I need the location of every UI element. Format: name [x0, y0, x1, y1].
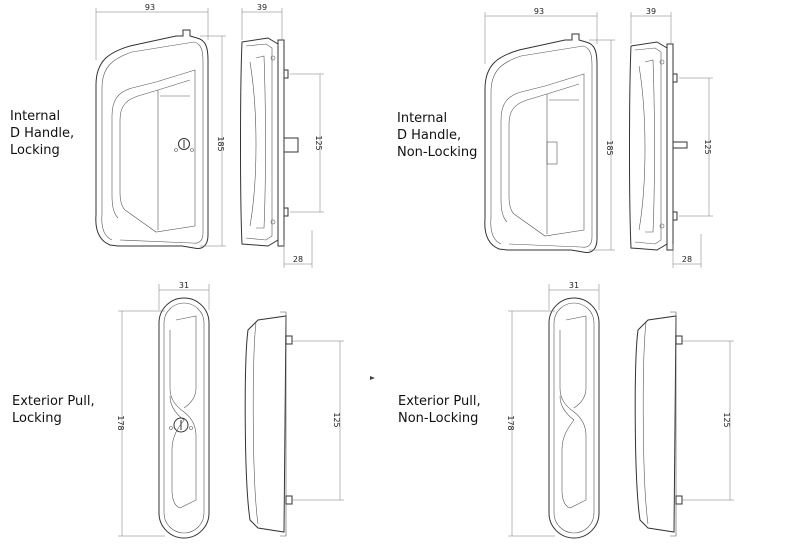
caption-exterior-pull-non-locking: Exterior Pull, Non-Locking — [398, 393, 481, 427]
pull-side-view: 125 — [244, 311, 344, 537]
caption-line: D Handle, — [10, 126, 75, 141]
dim-height: 178 — [506, 415, 515, 430]
d-handle-front-view: 93 185 — [484, 7, 615, 253]
caption-line: Internal — [10, 109, 61, 124]
dim-depth: 39 — [646, 7, 656, 16]
caption-line: Internal — [397, 111, 448, 126]
caption-line: D Handle, — [397, 128, 462, 143]
dim-width: 93 — [145, 3, 155, 12]
dim-width: 31 — [569, 281, 579, 290]
d-handle-side-view: 39 125 28 — [240, 3, 324, 268]
dim-spindle: 28 — [682, 255, 692, 264]
caption-line: Locking — [12, 411, 62, 426]
caption-exterior-pull-locking: Exterior Pull, Locking — [12, 393, 95, 427]
caption-line: Non-Locking — [397, 145, 478, 160]
dim-width: 93 — [534, 7, 544, 16]
lock-cylinder-icon — [173, 417, 189, 433]
d-handle-non-locking-drawing: 93 185 39 125 28 — [484, 7, 713, 268]
dim-height: 185 — [605, 140, 614, 155]
dim-centers: 125 — [722, 412, 731, 427]
pull-front-view: 31 178 — [116, 281, 210, 539]
caption-line: Non-Locking — [398, 411, 479, 426]
thumb-turn-icon — [546, 141, 558, 165]
dim-width: 31 — [179, 281, 189, 290]
dim-height: 178 — [116, 415, 125, 430]
dim-height: 185 — [216, 136, 225, 151]
d-handle-side-view: 39 125 28 — [629, 7, 713, 268]
d-handle-locking-drawing: 93 185 39 125 — [95, 3, 324, 268]
caption-line: Exterior Pull, — [398, 394, 481, 409]
dim-centers: 125 — [314, 135, 323, 150]
pull-front-view: 31 178 — [506, 281, 600, 539]
exterior-pull-locking-drawing: 31 178 125 — [116, 281, 344, 539]
caption-internal-d-handle-non-locking: Internal D Handle, Non-Locking — [397, 110, 477, 161]
caption-internal-d-handle-locking: Internal D Handle, Locking — [10, 108, 74, 159]
d-handle-front-view: 93 185 — [95, 3, 226, 249]
pull-side-view: 125 — [634, 311, 734, 537]
dim-centers: 125 — [332, 412, 341, 427]
caption-line: Locking — [10, 143, 60, 158]
dim-centers: 125 — [703, 139, 712, 154]
exterior-pull-non-locking-drawing: 31 178 125 — [506, 281, 734, 539]
dim-spindle: 28 — [293, 255, 303, 264]
caption-line: Exterior Pull, — [12, 394, 95, 409]
arrow-mark-icon — [370, 376, 375, 380]
lock-cylinder-icon — [178, 138, 190, 150]
dim-depth: 39 — [257, 3, 267, 12]
